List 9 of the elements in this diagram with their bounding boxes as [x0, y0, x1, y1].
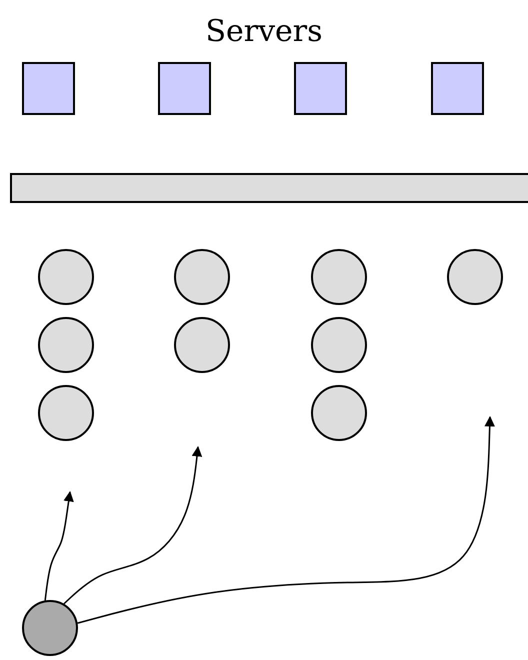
network-bar: [10, 173, 528, 203]
arrow: [77, 416, 495, 624]
server-square: [22, 62, 75, 115]
server-square: [431, 62, 484, 115]
server-square: [294, 62, 347, 115]
server-square: [158, 62, 211, 115]
arrow: [44, 490, 74, 601]
title: Servers: [204, 14, 324, 49]
arrow: [63, 446, 202, 604]
